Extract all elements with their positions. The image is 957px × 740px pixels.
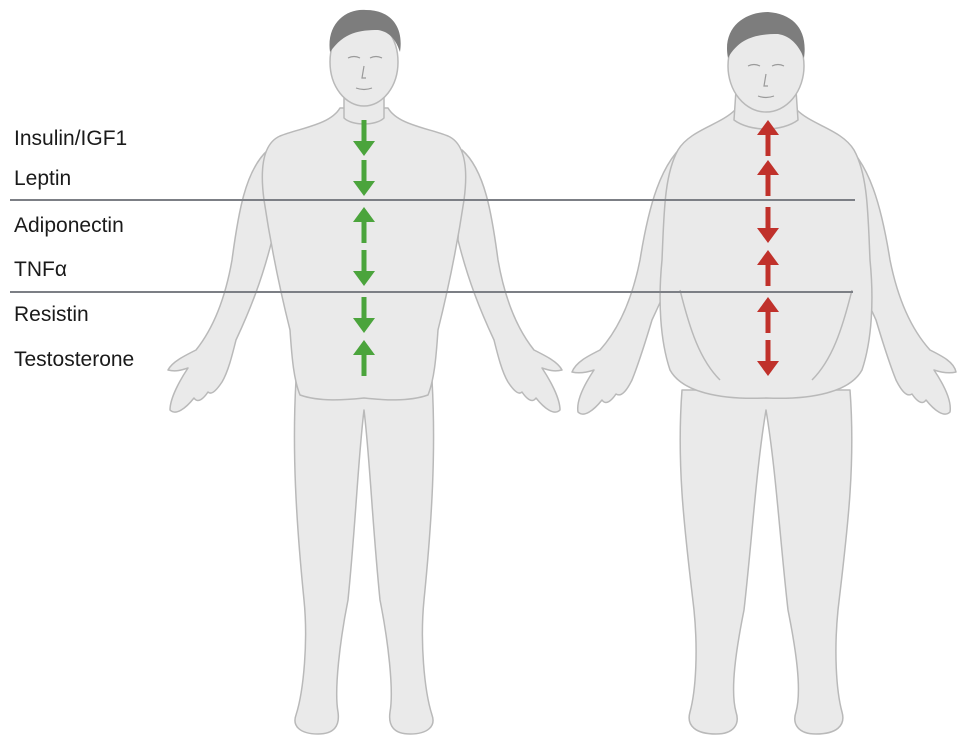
hormone-label-testosterone: Testosterone: [14, 349, 134, 370]
lean-left-arm: [168, 150, 272, 412]
lean-right-arm: [458, 150, 562, 412]
hormone-label-insulin: Insulin/IGF1: [14, 128, 127, 149]
hormone-label-tnf: TNFα: [14, 259, 67, 280]
hormone-label-leptin: Leptin: [14, 168, 71, 189]
divider-line-lower: [10, 291, 853, 293]
obese-legs: [680, 390, 852, 734]
hormone-label-resistin: Resistin: [14, 304, 89, 325]
lean-legs: [294, 380, 433, 734]
divider-line-upper: [10, 199, 855, 201]
hormone-label-adiponectin: Adiponectin: [14, 215, 124, 236]
